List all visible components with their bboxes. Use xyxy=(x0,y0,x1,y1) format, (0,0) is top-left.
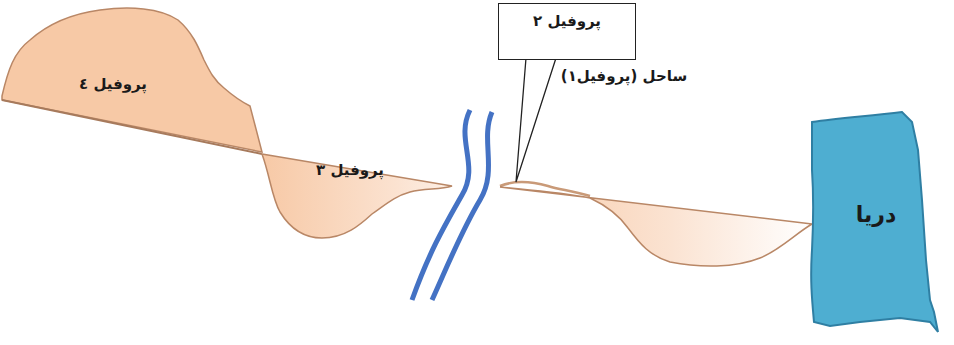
beach-label: ساحل (پروفیل۱) xyxy=(561,67,687,85)
profile-name: پروفیل ۳ xyxy=(316,161,384,179)
river-line xyxy=(432,112,492,300)
sea-label-box: دریا xyxy=(852,200,900,229)
callout-text: پروفیل ۲ xyxy=(499,12,635,30)
profile-4-mound xyxy=(2,8,262,152)
profile-1-basin xyxy=(500,187,812,266)
callout-pointer xyxy=(516,58,556,182)
ground-line xyxy=(2,100,262,154)
profile-3-depression xyxy=(262,154,452,238)
callout-box: پروفیل ۲ xyxy=(498,3,636,60)
profile-label-box: پروفیل ٤ xyxy=(75,73,151,95)
profile-label-box: پروفیل ۳ xyxy=(312,159,388,181)
river-line xyxy=(412,110,470,300)
profile-name: دریا xyxy=(856,202,896,227)
profile-name: پروفیل ٤ xyxy=(79,75,147,93)
sea-shape xyxy=(811,112,938,332)
